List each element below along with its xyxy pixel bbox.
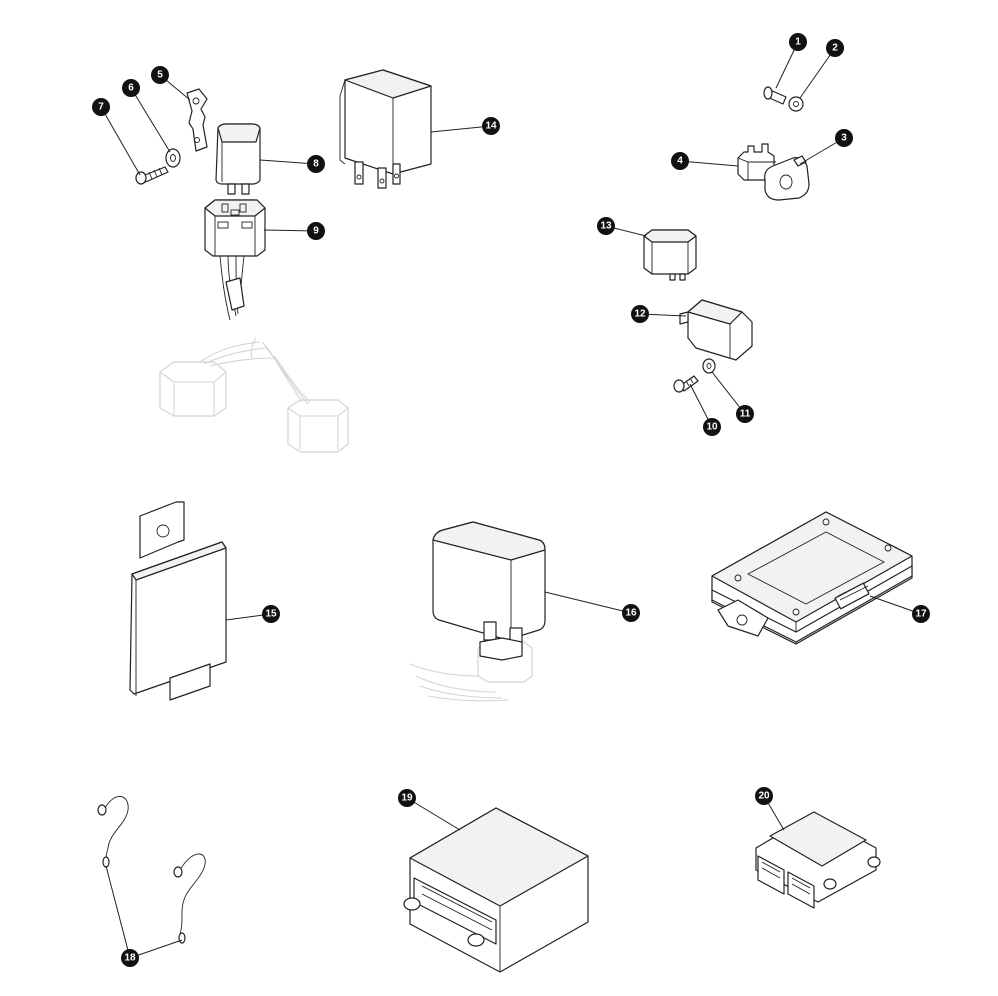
svg-text:2: 2 <box>832 43 838 54</box>
svg-text:17: 17 <box>915 609 927 620</box>
part-9-relay-socket <box>204 199 266 321</box>
part-4-clip <box>737 143 776 181</box>
part-19-ecu <box>403 807 589 973</box>
svg-text:12: 12 <box>634 309 646 320</box>
svg-text:4: 4 <box>677 156 683 167</box>
part-20-airbag-module <box>755 811 881 909</box>
part-3-clip <box>764 155 810 201</box>
svg-text:1: 1 <box>795 37 801 48</box>
callout-15: 15 <box>262 605 280 623</box>
callout-10: 10 <box>703 418 721 436</box>
callout-6: 6 <box>122 79 140 97</box>
part-11-washer <box>702 358 716 374</box>
callout-8: 8 <box>307 155 325 173</box>
part-8-relay <box>215 123 261 195</box>
part-5-bracket <box>186 88 208 152</box>
svg-text:5: 5 <box>157 70 163 81</box>
svg-text:14: 14 <box>485 121 497 132</box>
callout-4: 4 <box>671 152 689 170</box>
svg-text:3: 3 <box>841 133 847 144</box>
part-18-earth-leads <box>97 796 206 944</box>
callout-3: 3 <box>835 129 853 147</box>
part-12-relay <box>679 299 753 361</box>
svg-text:11: 11 <box>740 409 751 420</box>
callout-5: 5 <box>151 66 169 84</box>
callout-14: 14 <box>482 117 500 135</box>
part-16-relay <box>409 521 546 702</box>
svg-text:9: 9 <box>313 226 319 237</box>
callout-13: 13 <box>597 217 615 235</box>
callout-17: 17 <box>912 605 930 623</box>
svg-text:6: 6 <box>128 83 134 94</box>
part-2-washer <box>788 96 804 112</box>
part-1-bolt <box>763 86 787 105</box>
part-13-relay <box>643 229 697 281</box>
part-14-relay <box>339 69 432 189</box>
callout-16: 16 <box>622 604 640 622</box>
svg-text:10: 10 <box>706 422 718 433</box>
svg-text:20: 20 <box>758 791 770 802</box>
part-10-screw <box>673 375 699 393</box>
callout-20: 20 <box>755 787 773 805</box>
svg-text:16: 16 <box>625 608 637 619</box>
part-17-control-module <box>711 511 913 645</box>
callout-11: 11 <box>736 405 754 423</box>
callout-18: 18 <box>121 949 139 967</box>
ghost-wiring-harness <box>159 337 349 453</box>
svg-text:7: 7 <box>98 102 104 113</box>
svg-text:13: 13 <box>600 221 612 232</box>
callout-7: 7 <box>92 98 110 116</box>
callout-12: 12 <box>631 305 649 323</box>
svg-text:8: 8 <box>313 159 319 170</box>
part-15-module <box>129 501 227 701</box>
callout-9: 9 <box>307 222 325 240</box>
callout-19: 19 <box>398 789 416 807</box>
callout-1: 1 <box>789 33 807 51</box>
part-7-screw <box>135 166 169 185</box>
svg-text:18: 18 <box>124 953 136 964</box>
svg-text:15: 15 <box>265 609 277 620</box>
callout-2: 2 <box>826 39 844 57</box>
svg-text:19: 19 <box>401 793 413 804</box>
part-6-washer <box>165 148 181 168</box>
